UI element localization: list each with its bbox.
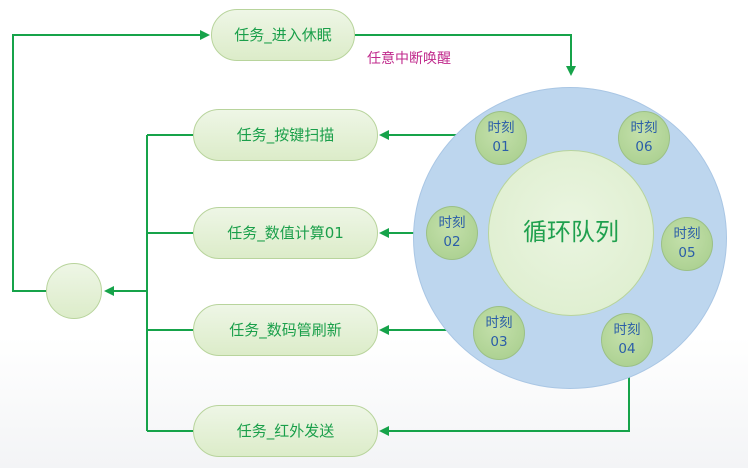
task-calc: 任务_数值计算01 [193, 207, 378, 259]
task-display-refresh: 任务_数码管刷新 [193, 304, 378, 356]
slot-number: 05 [678, 245, 696, 261]
circular-queue-core [488, 150, 654, 316]
time-slot-06: 时刻 06 [618, 111, 670, 165]
task-sleep: 任务_进入休眠 [211, 9, 355, 61]
task-ir-send: 任务_红外发送 [193, 405, 378, 457]
arrow-sleep-to-queue [355, 34, 576, 76]
slot-title: 时刻 [613, 322, 641, 338]
time-slot-02: 时刻 02 [426, 206, 478, 260]
slot-title: 时刻 [485, 315, 513, 331]
wake-note: 任意中断唤醒 [367, 51, 451, 67]
slot-number: 01 [492, 139, 510, 155]
slot-title: 时刻 [630, 120, 658, 136]
task-key-scan: 任务_按键扫描 [193, 109, 378, 161]
slot-number: 02 [443, 234, 461, 250]
arrow-slot04-to-irsend [379, 365, 630, 436]
time-slot-04: 时刻 04 [601, 313, 653, 367]
slot-number: 06 [635, 139, 653, 155]
slot-title: 时刻 [673, 226, 701, 242]
dispatcher-node [46, 263, 102, 319]
time-slot-01: 时刻 01 [475, 111, 527, 165]
slot-number: 03 [490, 334, 508, 350]
slot-number: 04 [618, 341, 636, 357]
queue-label: 循环队列 [523, 218, 619, 246]
slot-title: 时刻 [438, 215, 466, 231]
time-slot-05: 时刻 05 [661, 217, 713, 271]
time-slot-03: 时刻 03 [473, 306, 525, 360]
arrow-dispatcher-to-sleep [12, 30, 210, 292]
slot-title: 时刻 [487, 120, 515, 136]
